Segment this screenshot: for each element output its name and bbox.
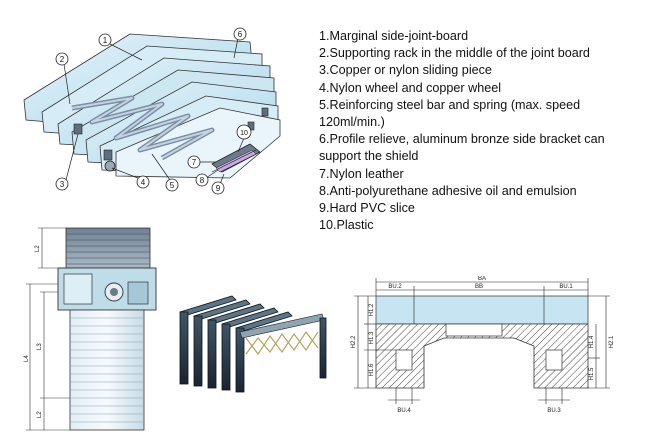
svg-text:7: 7 — [192, 158, 197, 167]
legend-item: 4.Nylon wheel and copper wheel — [319, 80, 502, 95]
callout-4: 4 — [136, 175, 150, 189]
shield-band — [375, 295, 589, 325]
exploded-cover-illustration: 1 2 3 4 5 6 7 8 9 10 — [23, 27, 281, 195]
svg-text:H1.4: H1.4 — [589, 335, 595, 348]
legend-item: 9.Hard PVC slice — [319, 201, 415, 216]
svg-text:H2.2: H2.2 — [351, 335, 357, 348]
legend-item: 5.Reinforcing steel bar and spring (max.… — [319, 97, 581, 130]
bottom-pleat-column — [69, 309, 145, 431]
svg-text:9: 9 — [216, 184, 221, 193]
callout-5: 5 — [165, 178, 179, 192]
svg-text:L2: L2 — [35, 245, 41, 252]
svg-text:4: 4 — [141, 178, 146, 187]
callout-6: 6 — [233, 27, 247, 41]
svg-text:BU.1: BU.1 — [559, 284, 573, 290]
top-pleat-pack — [65, 227, 151, 269]
callout-8: 8 — [195, 173, 209, 187]
callout-markers: 1 2 3 4 5 6 7 8 9 10 — [55, 27, 252, 195]
svg-text:10: 10 — [240, 130, 248, 137]
svg-text:BU.2: BU.2 — [388, 284, 402, 290]
svg-text:H1.2: H1.2 — [369, 303, 375, 316]
machine-profile — [375, 323, 589, 389]
callout-2: 2 — [55, 52, 69, 66]
vertical-dimension-labels: L2 L3 L4 L2 — [24, 245, 43, 418]
profile-dimension-labels: BA BU.2 BB BU.1 H1.2 H1.3 H1.6 H2.2 H1.4… — [351, 276, 615, 414]
svg-text:L4: L4 — [24, 355, 30, 362]
tunnel-cover-illustration — [179, 295, 327, 393]
svg-text:L3: L3 — [37, 343, 43, 350]
callout-10: 10 — [236, 124, 252, 140]
legend-item: 3.Copper or nylon sliding piece — [319, 63, 492, 78]
svg-text:2: 2 — [60, 55, 65, 64]
svg-text:6: 6 — [238, 30, 243, 39]
callout-7: 7 — [187, 155, 201, 169]
svg-text:H1.5: H1.5 — [589, 367, 595, 380]
scissor-rack — [245, 330, 319, 356]
profile-cross-section-drawing: BA BU.2 BB BU.1 H1.2 H1.3 H1.6 H2.2 H1.4… — [351, 276, 615, 414]
svg-text:1: 1 — [103, 36, 108, 45]
legend-item: 1.Marginal side-joint-board — [319, 29, 469, 43]
svg-text:5: 5 — [170, 181, 175, 190]
svg-text:BA: BA — [478, 276, 486, 282]
svg-text:H1.3: H1.3 — [369, 331, 375, 344]
legend-item: 8.Anti-polyurethane adhesive oil and emu… — [319, 183, 577, 198]
material-detail-inset — [211, 143, 261, 173]
nylon-wheel — [104, 160, 116, 172]
dark-pleat-panels — [179, 295, 293, 393]
callout-3: 3 — [55, 177, 69, 191]
parts-legend: 1.Marginal side-joint-board 2.Supporting… — [319, 28, 647, 234]
housing-block — [57, 267, 157, 311]
svg-text:H2.1: H2.1 — [609, 335, 615, 348]
svg-text:BU.3: BU.3 — [547, 408, 561, 414]
callout-1: 1 — [98, 33, 112, 47]
svg-text:L2: L2 — [37, 411, 43, 418]
svg-text:3: 3 — [60, 180, 65, 189]
legend-item: 6.Profile relieve, aluminum bronze side … — [319, 132, 605, 164]
svg-text:H1.6: H1.6 — [369, 363, 375, 376]
legend-item: 7.Nylon leather — [319, 166, 404, 181]
svg-text:8: 8 — [200, 176, 205, 185]
svg-text:BU.4: BU.4 — [397, 408, 411, 414]
legend-item: 10.Plastic — [319, 218, 374, 233]
vertical-bellows-illustration: L2 L3 L4 L2 — [24, 227, 157, 431]
svg-text:BB: BB — [475, 284, 483, 290]
legend-item: 2.Supporting rack in the middle of the j… — [319, 46, 590, 61]
callout-9: 9 — [211, 181, 225, 195]
